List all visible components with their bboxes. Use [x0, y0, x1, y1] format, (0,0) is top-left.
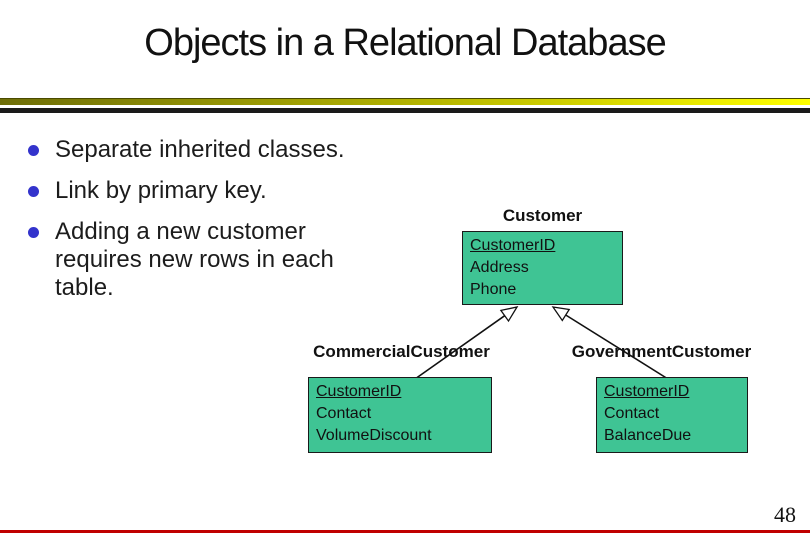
list-item: Separate inherited classes.: [24, 136, 354, 164]
class-label-customer: Customer: [502, 206, 583, 225]
attribute: CustomerID: [316, 383, 402, 400]
slide-title: Objects in a Relational Database: [144, 22, 666, 64]
bullet-text: Link by primary key.: [55, 177, 267, 204]
attribute: BalanceDue: [604, 427, 692, 444]
bullet-text: Adding a new customer requires new rows …: [55, 218, 334, 301]
class-box-customer: CustomerID Address Phone: [462, 231, 623, 305]
bullet-icon: [28, 186, 39, 197]
class-label-government-customer: GovernmentCustomer: [571, 342, 752, 361]
bullet-icon: [28, 145, 39, 156]
title-divider-gradient: [0, 98, 810, 105]
footer-accent-line: [0, 530, 810, 533]
attribute: Phone: [470, 281, 517, 298]
list-item: Adding a new customer requires new rows …: [24, 218, 354, 302]
class-box-commercial-customer: CustomerID Contact VolumeDiscount: [308, 377, 492, 453]
list-item: Link by primary key.: [24, 177, 354, 205]
bullet-text: Separate inherited classes.: [55, 136, 345, 163]
page-number: 48: [774, 502, 796, 527]
attribute: CustomerID: [604, 383, 690, 400]
bullet-list: Separate inherited classes. Link by prim…: [24, 136, 354, 315]
attribute: Contact: [604, 405, 660, 422]
class-label-commercial-customer: CommercialCustomer: [313, 342, 490, 361]
title-divider-black: [0, 108, 810, 113]
attribute: VolumeDiscount: [316, 427, 432, 444]
attribute: CustomerID: [470, 237, 556, 254]
attribute: Address: [470, 259, 529, 276]
attribute: Contact: [316, 405, 372, 422]
bullet-icon: [28, 227, 39, 238]
class-box-government-customer: CustomerID Contact BalanceDue: [596, 377, 748, 453]
